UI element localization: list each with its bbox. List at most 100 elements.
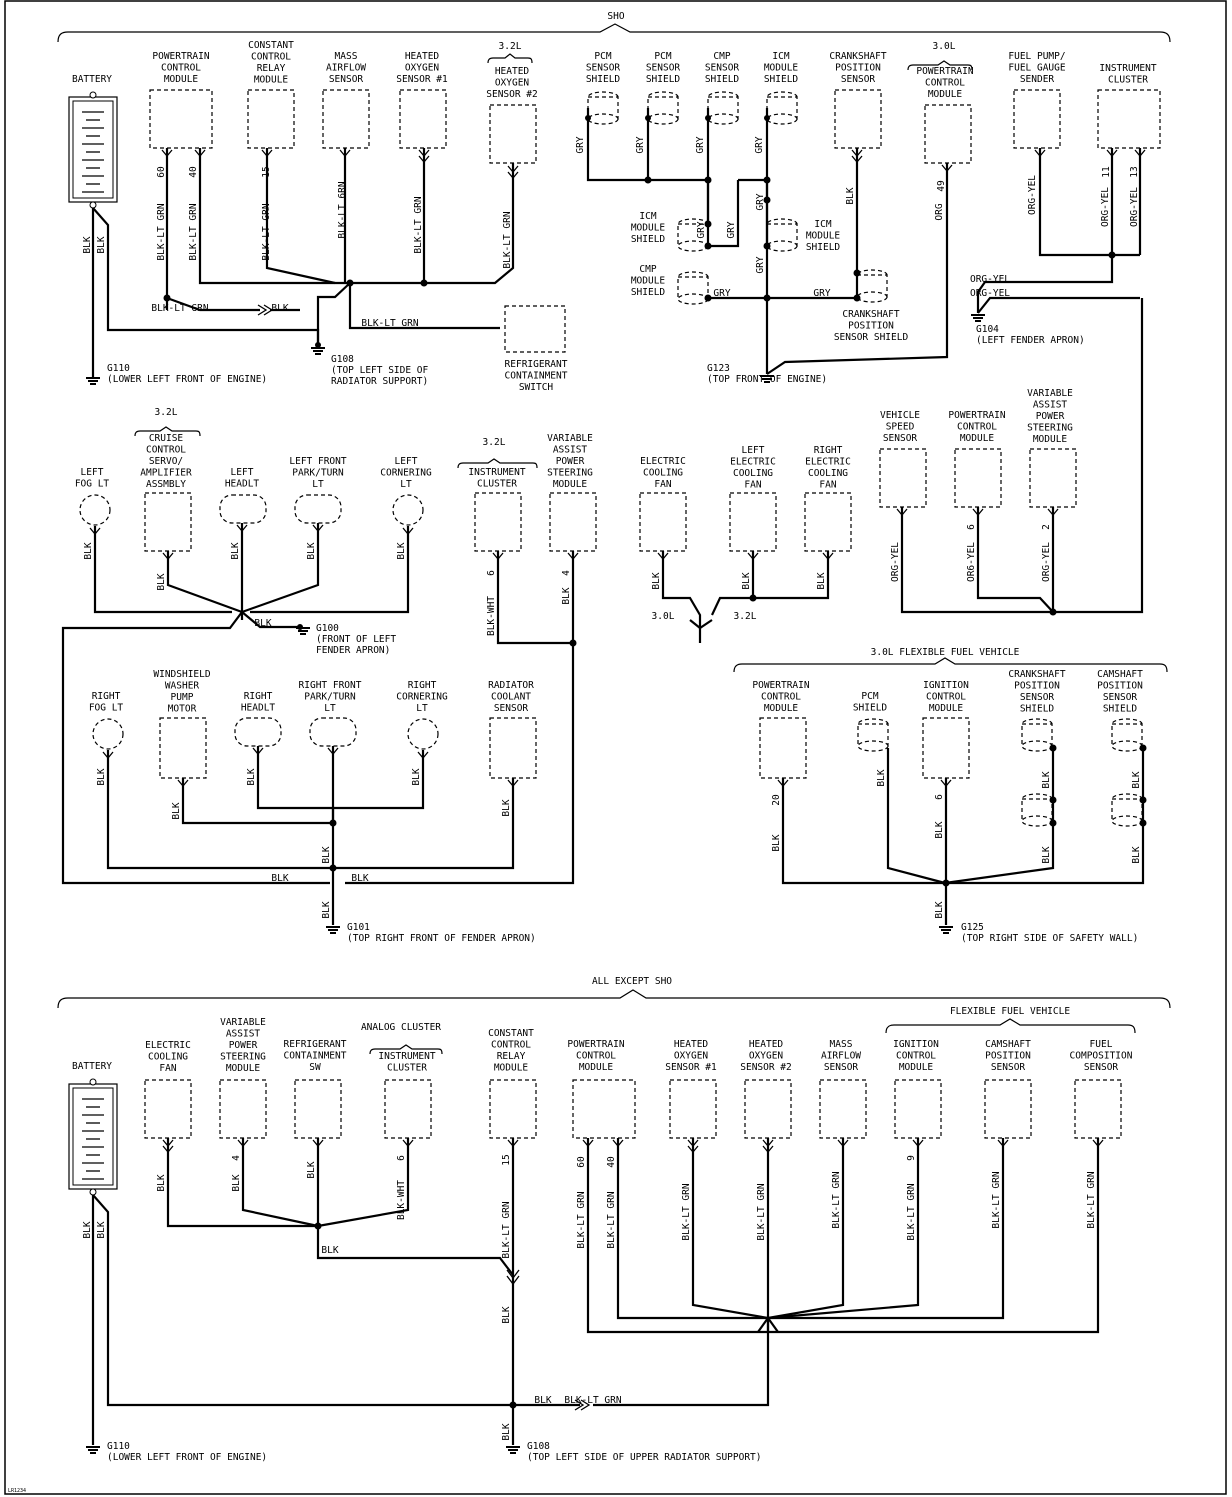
wire-label-44: BLK xyxy=(246,768,257,785)
wire-label-28: BLK xyxy=(83,542,94,559)
wire-label-78: BLK xyxy=(501,1423,512,1440)
wire-label-61: BLK xyxy=(156,1174,167,1191)
wire-label-34: BLK xyxy=(561,587,572,604)
non-sho-wires xyxy=(91,1138,1100,1445)
wire-label-54: BLK xyxy=(1041,771,1052,788)
pin-label-3: 49 xyxy=(936,180,947,192)
pin-label-16: 40 xyxy=(606,1156,617,1168)
wire-label-59: BLK xyxy=(82,1221,93,1238)
wire-label-46: BLK xyxy=(411,768,422,785)
ground-symbols-bottom xyxy=(86,1446,520,1454)
wire-label-47: BLK xyxy=(501,799,512,816)
wire-label-67: BLK-LT GRN xyxy=(606,1191,617,1248)
wire-label-74: BLK xyxy=(321,1245,338,1256)
ground-label-g110b: G110(LOWER LEFT FRONT OF ENGINE) xyxy=(107,1441,267,1463)
wire-label-64: BLK-WHT xyxy=(396,1180,407,1220)
wire-label-15: GRY xyxy=(696,221,707,238)
fan-qualifier-1: 3.2L xyxy=(734,611,757,622)
pin-label-4: 11 xyxy=(1101,166,1112,178)
wire-label-71: BLK-LT GRN xyxy=(906,1183,917,1240)
component-label-battery1: BATTERY xyxy=(72,74,112,85)
wire-label-3: BLK-LT GRN xyxy=(188,203,199,260)
pin-label-7: 4 xyxy=(561,570,572,576)
pin-label-12: 4 xyxy=(231,1155,242,1161)
shield-cylinders xyxy=(587,91,888,305)
qualifier-3-2l-cruise: 3.2L xyxy=(155,407,178,418)
connector-marks-bottom xyxy=(162,1139,1104,1411)
all-except-sho-section-label: ALL EXCEPT SHO xyxy=(592,976,672,987)
pin-label-2: 15 xyxy=(261,166,272,177)
pin-label-17: 9 xyxy=(906,1155,917,1161)
wire-label-65: BLK-LT GRN xyxy=(501,1201,512,1258)
ground-label-g110a: G110(LOWER LEFT FRONT OF ENGINE) xyxy=(107,363,267,385)
wire-label-73: BLK-LT GRN xyxy=(1086,1171,1097,1228)
ground-label-g104: G104(LEFT FENDER APRON) xyxy=(976,324,1085,346)
wire-label-22: ORG xyxy=(934,203,945,220)
wire-label-45: BLK xyxy=(321,846,332,863)
pin-label-8: 6 xyxy=(966,524,977,530)
wire-label-66: BLK-LT GRN xyxy=(576,1191,587,1248)
wire-label-30: BLK xyxy=(230,542,241,559)
qualifier-3-2l-ho2s2: 3.2L xyxy=(499,41,522,52)
wire-label-40: ORG-YEL xyxy=(1041,542,1052,582)
sho-mid-wires xyxy=(61,298,1144,925)
sho-top-boxes xyxy=(149,89,1161,353)
pin-label-10: 20 xyxy=(771,794,782,806)
pin-label-9: 2 xyxy=(1041,524,1052,530)
wire-label-41: BLK xyxy=(254,618,271,629)
wire-label-75: BLK xyxy=(501,1306,512,1323)
wire-label-17: GRY xyxy=(755,193,766,210)
component-label-battery2: BATTERY xyxy=(72,1061,112,1072)
pin-label-1: 40 xyxy=(188,166,199,178)
wire-label-50: BLK xyxy=(321,901,332,918)
qualifier-analog-cluster: ANALOG CLUSTER xyxy=(361,1022,441,1033)
wire-label-25: ORG-YEL xyxy=(1129,187,1140,227)
wire-label-7: BLK-LT GRN xyxy=(502,211,513,268)
wire-label-21: BLK xyxy=(845,187,856,204)
splice-dots-top xyxy=(163,115,1116,348)
fan-qualifier-0: 3.0L xyxy=(652,611,675,622)
ground-symbols-mid xyxy=(296,627,340,934)
wire-label-6: BLK-LT GRN xyxy=(413,196,424,253)
pin-label-14: 15 xyxy=(501,1154,512,1165)
wire-label-4: BLK-LT GRN xyxy=(261,203,272,260)
wire-label-33: BLK-WHT xyxy=(486,596,497,636)
wire-label-14: GRY xyxy=(754,136,765,153)
wire-label-52: BLK xyxy=(876,769,887,786)
ffv-sho-block xyxy=(759,717,1147,934)
wire-label-60: BLK xyxy=(96,1221,107,1238)
wire-label-37: BLK xyxy=(816,572,827,589)
wire-label-18: GRY xyxy=(755,256,766,273)
ffv-label: FLEXIBLE FUEL VEHICLE xyxy=(950,1006,1070,1017)
ground-label-g108b: G108(TOP LEFT SIDE OF UPPER RADIATOR SUP… xyxy=(527,1441,762,1463)
